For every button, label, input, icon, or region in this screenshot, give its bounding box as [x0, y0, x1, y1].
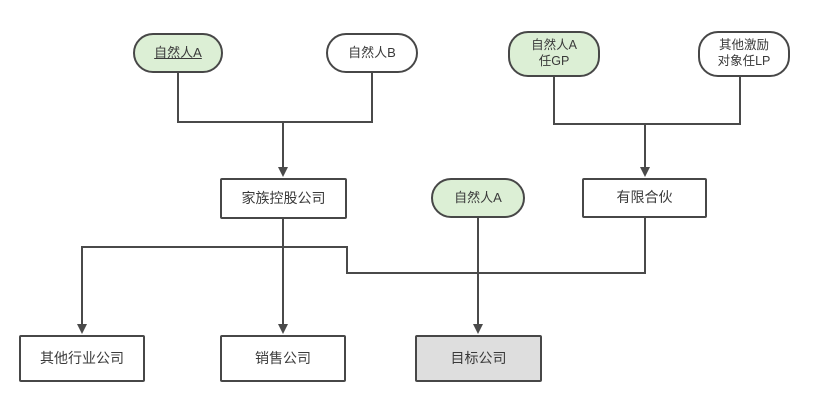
node-label: 自然人A	[154, 44, 202, 60]
node-target-company: 目标公司	[415, 335, 542, 382]
node-sales-company: 销售公司	[220, 335, 346, 382]
node-natural-person-b: 自然人B	[326, 33, 418, 73]
edge-gp-lp-merge	[553, 77, 741, 167]
node-label: 自然人B	[348, 44, 396, 60]
edge-personA-personB-merge	[177, 73, 373, 167]
node-label-line1: 其他激励	[718, 38, 769, 53]
arrowhead-to-target-company	[473, 324, 483, 334]
arrowhead-to-family-holding	[278, 167, 288, 177]
node-label: 有限合伙	[616, 189, 673, 206]
node-other-industry-company: 其他行业公司	[19, 335, 145, 382]
node-limited-partnership: 有限合伙	[582, 178, 707, 218]
arrowhead-to-sales-company	[278, 324, 288, 334]
node-label-line2: 对象任LP	[717, 54, 771, 68]
node-label: 销售公司	[255, 349, 311, 366]
node-label: 目标公司	[450, 349, 507, 366]
node-natural-person-a-top: 自然人A	[133, 33, 223, 73]
arrowhead-to-limited-partnership	[640, 167, 650, 177]
node-natural-person-a-middle: 自然人A	[431, 178, 525, 218]
node-other-incentive-lp: 其他激励 对象任LP	[698, 31, 790, 77]
node-label-line2: 任GP	[538, 54, 570, 68]
node-family-holding-company: 家族控股公司	[220, 178, 347, 219]
edge-family-branch-and-partnership	[81, 218, 646, 324]
node-label: 家族控股公司	[241, 189, 326, 206]
arrowhead-to-other-industry	[77, 324, 87, 334]
node-natural-person-a-gp: 自然人A 任GP	[508, 31, 600, 77]
node-label: 自然人A	[454, 189, 502, 205]
node-label-line1: 自然人A	[531, 38, 577, 53]
node-label: 其他行业公司	[40, 349, 124, 366]
